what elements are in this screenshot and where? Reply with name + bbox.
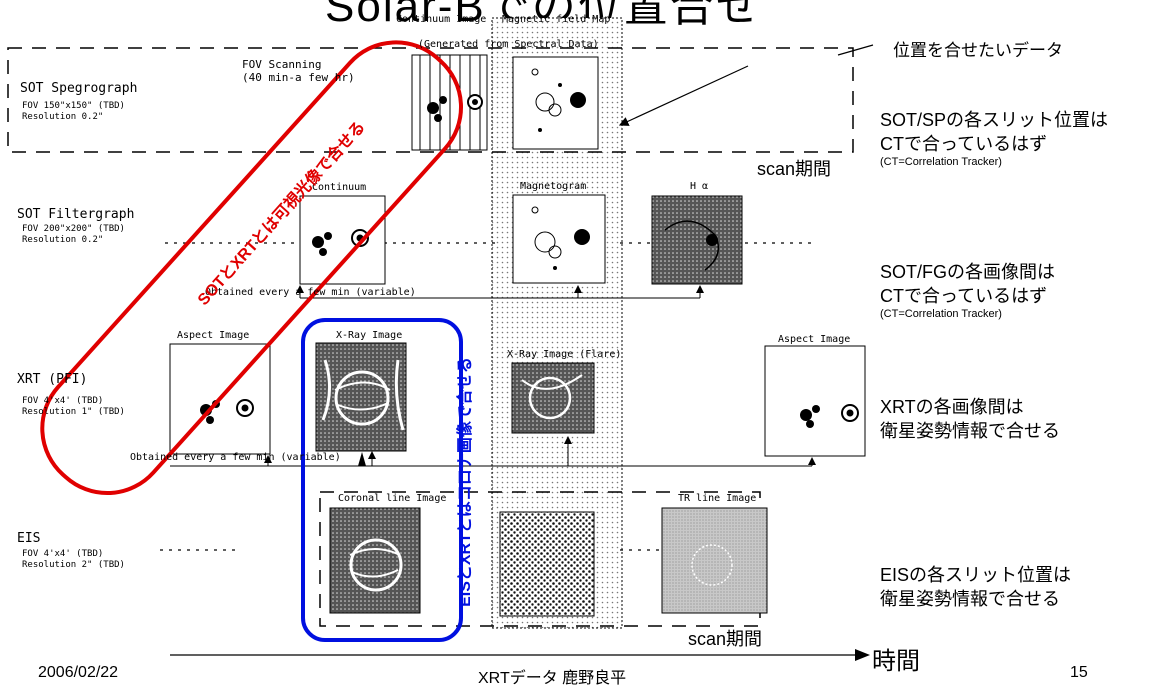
caption-aspect-image-2: Aspect Image	[778, 334, 850, 345]
caption-tr-line: TR line Image	[678, 493, 756, 504]
caption-magnetogram: Magnetogram	[520, 181, 586, 192]
caption-continuum-image: Continuum Image	[396, 14, 486, 25]
note-eis: EISの各スリット位置は 衛星姿勢情報で合せる	[880, 563, 1071, 611]
eis-xrt-vertical-label: EISとXRTとはコロナ画像で合せる	[451, 302, 475, 662]
instrument-xrt-specs: FOV 4'x4' (TBD) Resolution 1" (TBD)	[22, 396, 125, 418]
instrument-sot-fg-specs: FOV 200"x200" (TBD) Resolution 0.2"	[22, 224, 125, 246]
target-data-pointer	[838, 45, 873, 55]
xray-flare-image	[512, 363, 594, 433]
tr-line-image	[662, 508, 767, 613]
note-sot-sp: SOT/SPの各スリット位置は CTで合っているはず (CT=Correlati…	[880, 108, 1108, 169]
note-xrt-line1: XRTの各画像間は	[880, 395, 1060, 419]
h-alpha-image	[652, 196, 742, 284]
instrument-sot-fg: SOT Filtergraph	[17, 207, 134, 222]
note-xrt: XRTの各画像間は 衛星姿勢情報で合せる	[880, 395, 1060, 443]
note-sot-fg-line3: (CT=Correlation Tracker)	[880, 308, 1055, 321]
caption-sot-fg-obtained: Obtained every a few min (variable)	[205, 287, 416, 298]
note-sot-fg-line2: CTで合っているはず	[880, 284, 1055, 308]
instrument-eis-specs: FOV 4'x4' (TBD) Resolution 2" (TBD)	[22, 549, 125, 571]
caption-coronal-line: Coronal line Image	[338, 493, 446, 504]
caption-magnetic-field-map: Magnetic field Map	[502, 14, 610, 25]
note-xrt-line2: 衛星姿勢情報で合せる	[880, 419, 1060, 443]
note-eis-line1: EISの各スリット位置は	[880, 563, 1071, 587]
magnetic-field-map-image	[513, 57, 598, 149]
instrument-eis: EIS	[17, 531, 40, 546]
caption-xray-flare: X-Ray Image (Flare)	[507, 349, 621, 360]
note-sot-sp-line3: (CT=Correlation Tracker)	[880, 156, 1108, 169]
instrument-sot-sp: SOT Spegrograph	[20, 81, 137, 96]
footer-page-number: 15	[1070, 664, 1088, 682]
scan-period-label-2: scan期間	[688, 625, 762, 651]
caption-fov-scanning: FOV Scanning (40 min-a few hr)	[242, 58, 355, 84]
time-axis-label: 時間	[872, 641, 920, 676]
note-sot-fg-line1: SOT/FGの各画像間は	[880, 260, 1055, 284]
note-sot-sp-line1: SOT/SPの各スリット位置は	[880, 108, 1108, 132]
continuum-fg-image	[300, 196, 385, 284]
note-sot-sp-line2: CTで合っているはず	[880, 132, 1108, 156]
target-data-label: 位置を合せたいデータ	[893, 36, 1063, 61]
instrument-sot-sp-specs: FOV 150"x150" (TBD) Resolution 0.2"	[22, 101, 125, 123]
caption-generated-note: (Generated from Spectral Data)	[418, 39, 599, 50]
note-eis-line2: 衛星姿勢情報で合せる	[880, 587, 1071, 611]
note-sot-fg: SOT/FGの各画像間は CTで合っているはず (CT=Correlation …	[880, 260, 1055, 321]
instrument-xrt: XRT (PFI)	[17, 372, 87, 387]
scan-period-label-1: scan期間	[757, 155, 831, 181]
eis-speckle-image	[500, 512, 594, 616]
footer-date: 2006/02/22	[38, 664, 118, 682]
coronal-line-image	[330, 508, 420, 613]
xray-image	[316, 343, 406, 451]
footer-author: XRTデータ 鹿野良平	[478, 664, 626, 688]
caption-xray-image: X-Ray Image	[336, 330, 402, 341]
caption-h-alpha: H α	[690, 181, 708, 192]
caption-xrt-obtained: Obtained every a few min (variable)	[130, 452, 341, 463]
aspect-image-2	[765, 346, 865, 456]
magnetogram-image	[513, 195, 605, 283]
